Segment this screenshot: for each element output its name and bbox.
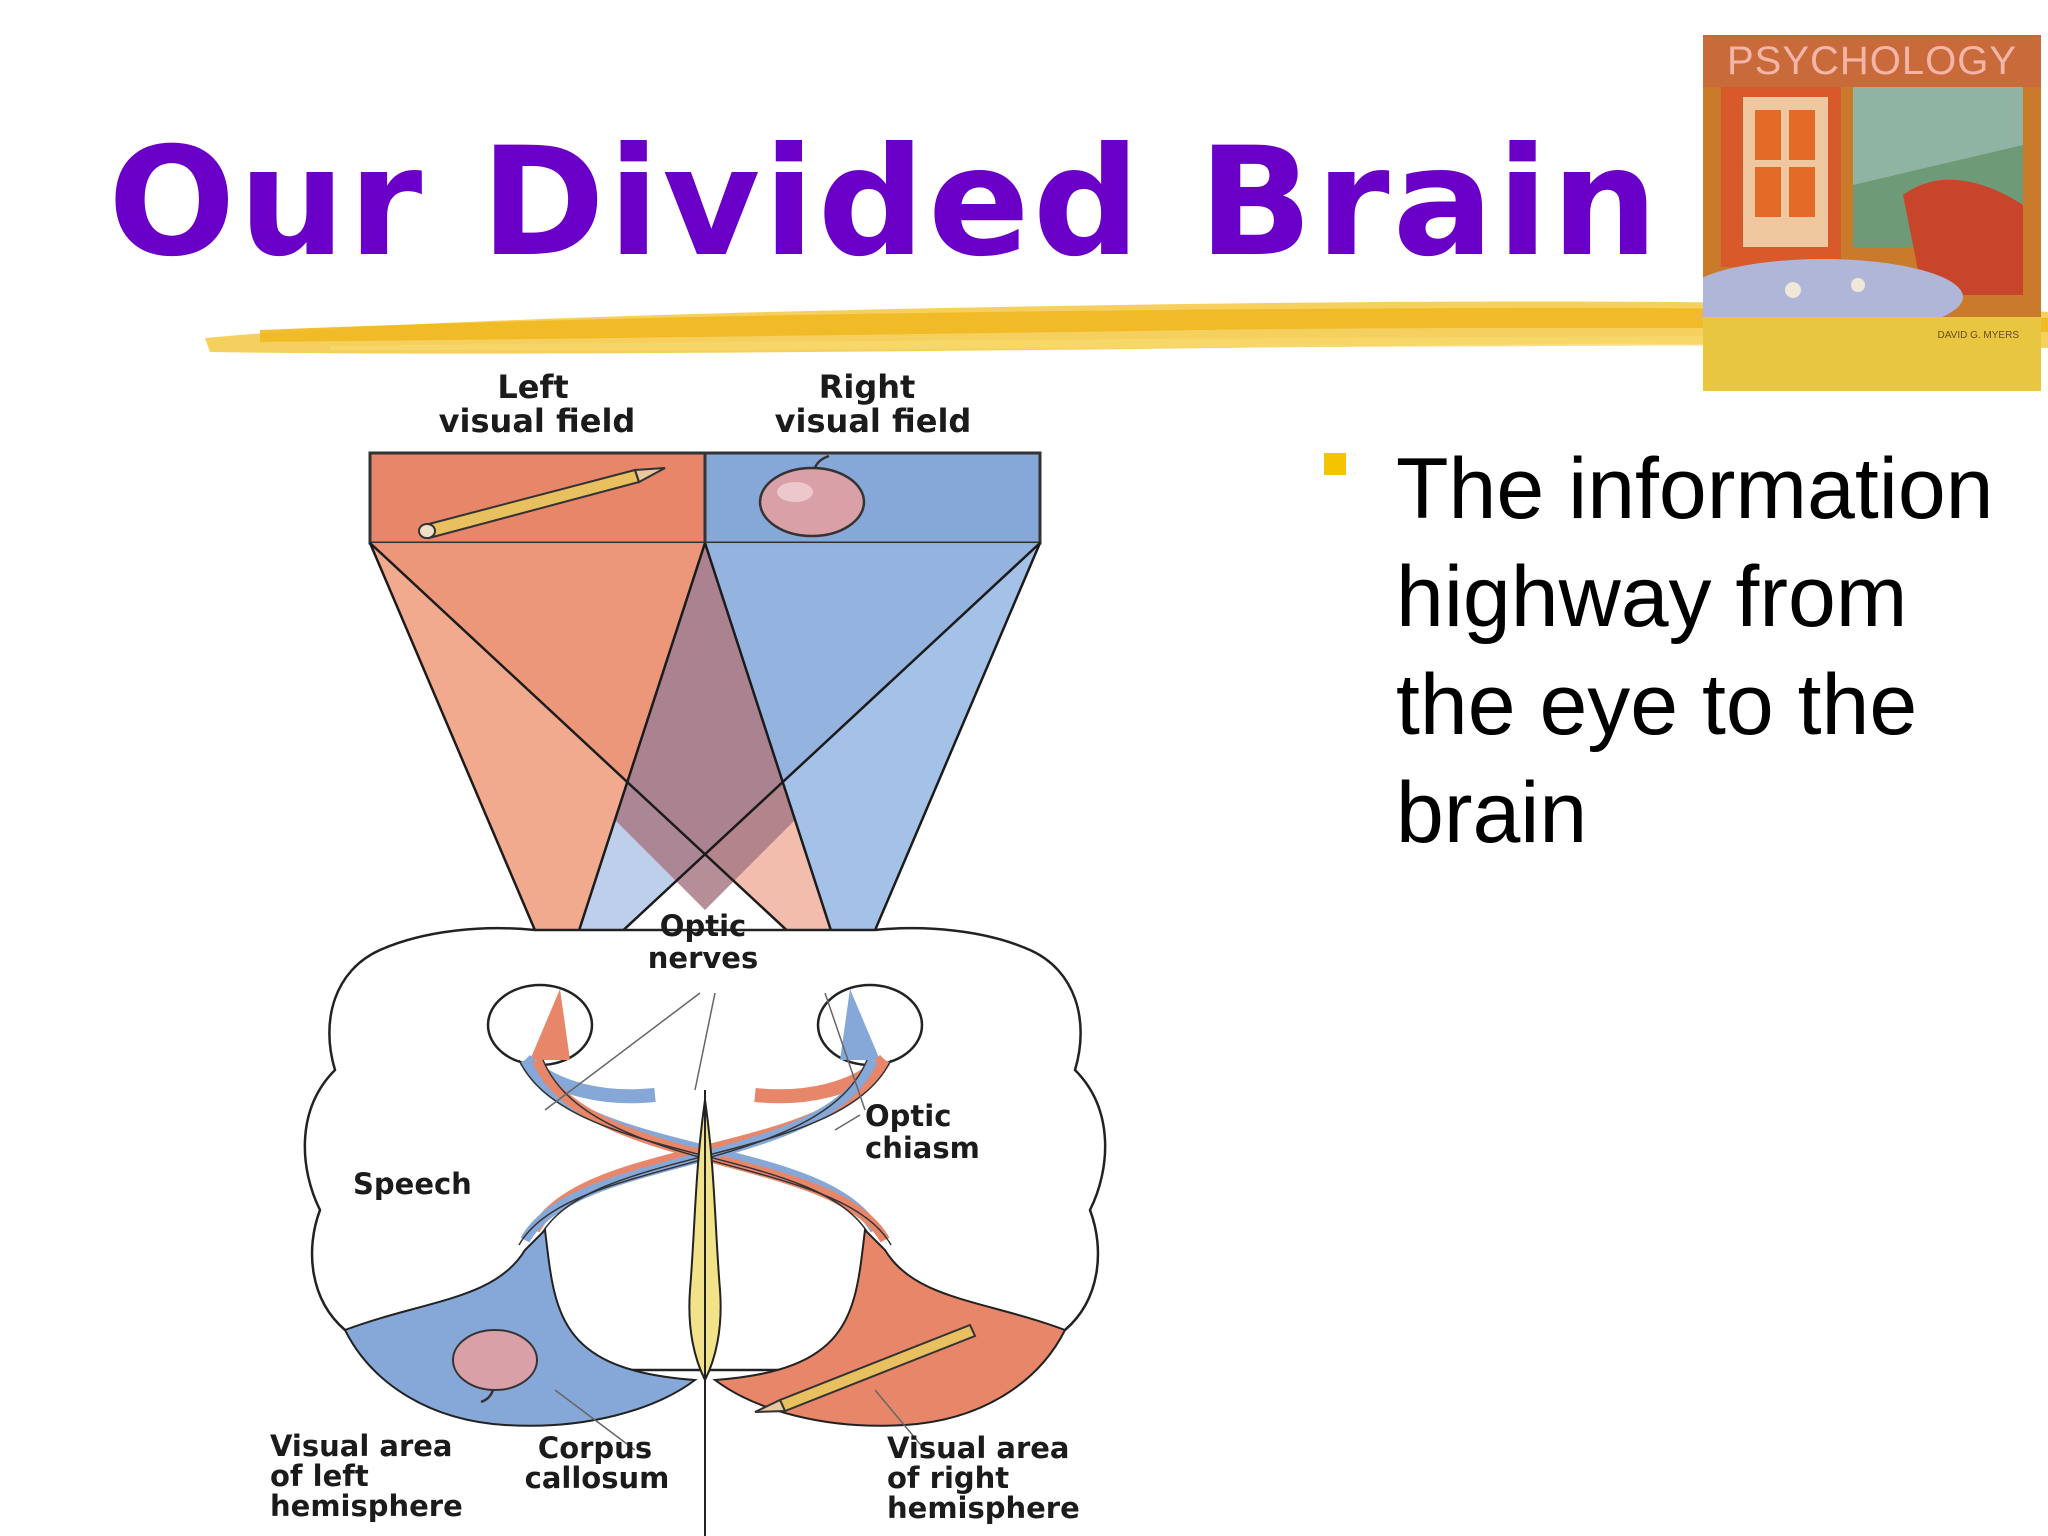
label-optic-chiasm-1: Optic bbox=[865, 1099, 951, 1133]
right-visual-area bbox=[712, 1227, 1067, 1427]
book-cover-image: PSYCHOLOGY DAVID G. MYERS bbox=[1683, 35, 2041, 391]
left-area-apple-icon bbox=[452, 1329, 538, 1404]
apple-icon bbox=[758, 454, 866, 538]
label-left-field-2: visual field bbox=[439, 402, 636, 440]
left-visual-area bbox=[343, 1227, 698, 1427]
right-area-pencil-icon bbox=[754, 1323, 977, 1413]
label-visual-left-2: of left bbox=[270, 1459, 369, 1493]
label-visual-right-1: Visual area bbox=[887, 1431, 1070, 1465]
visual-pathway-diagram: Left visual field Right visual field Opt… bbox=[270, 370, 1107, 1536]
label-visual-left-1: Visual area bbox=[270, 1429, 453, 1463]
label-visual-left-3: hemisphere bbox=[270, 1489, 463, 1523]
label-left-field-1: Left bbox=[497, 370, 568, 406]
label-visual-right-3: hemisphere bbox=[887, 1491, 1080, 1525]
label-visual-right-2: of right bbox=[887, 1461, 1009, 1495]
book-cover-author: DAVID G. MYERS bbox=[1937, 330, 2020, 341]
label-optic-nerves-2: nerves bbox=[648, 941, 758, 975]
label-right-field-1: Right bbox=[819, 370, 916, 406]
label-right-field-2: visual field bbox=[775, 402, 972, 440]
title-underline-stroke bbox=[205, 301, 2048, 354]
bullet-square-icon bbox=[1324, 453, 1346, 475]
label-optic-chiasm-2: chiasm bbox=[865, 1131, 980, 1165]
label-optic-nerves-1: Optic bbox=[660, 909, 746, 943]
pencil-icon bbox=[418, 467, 666, 540]
label-corpus-1: Corpus bbox=[538, 1431, 652, 1465]
right-visual-field-box bbox=[703, 451, 1042, 545]
slide-title: Our Divided Brain bbox=[108, 116, 1662, 290]
label-corpus-2: callosum bbox=[525, 1461, 670, 1495]
bullet-item: The information highway from the eye to … bbox=[1396, 441, 1994, 861]
label-speech: Speech bbox=[353, 1167, 472, 1201]
book-cover-title: PSYCHOLOGY bbox=[1726, 39, 2018, 83]
